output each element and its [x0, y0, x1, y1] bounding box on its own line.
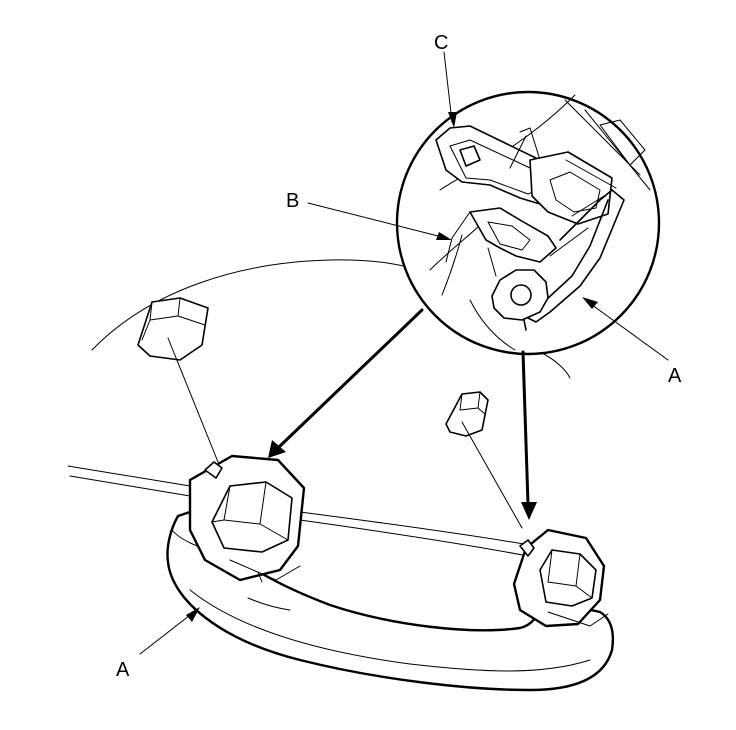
assembly-arrows — [268, 308, 537, 520]
arrow-to-left-end — [278, 308, 424, 448]
detail-circle — [395, 90, 661, 356]
callout-a-top: A — [668, 365, 682, 387]
leader-b — [307, 202, 447, 239]
leader-a-top — [587, 301, 669, 361]
arrow-head-left — [268, 440, 286, 458]
headliner-outline — [67, 259, 571, 557]
grab-handle — [166, 454, 614, 692]
leader-c — [443, 51, 453, 123]
arrow-head-right — [521, 502, 537, 520]
arrow-to-right-end — [521, 350, 530, 506]
right-leader-line — [461, 421, 523, 529]
callout-leaders — [139, 51, 669, 655]
callout-c: C — [434, 32, 448, 54]
leader-a-bottom — [139, 611, 195, 655]
right-roof-clip — [445, 391, 523, 529]
callout-a-bottom: A — [116, 659, 130, 681]
left-roof-clip — [137, 297, 219, 463]
left-leader-line — [167, 337, 219, 463]
callout-b: B — [286, 190, 299, 212]
